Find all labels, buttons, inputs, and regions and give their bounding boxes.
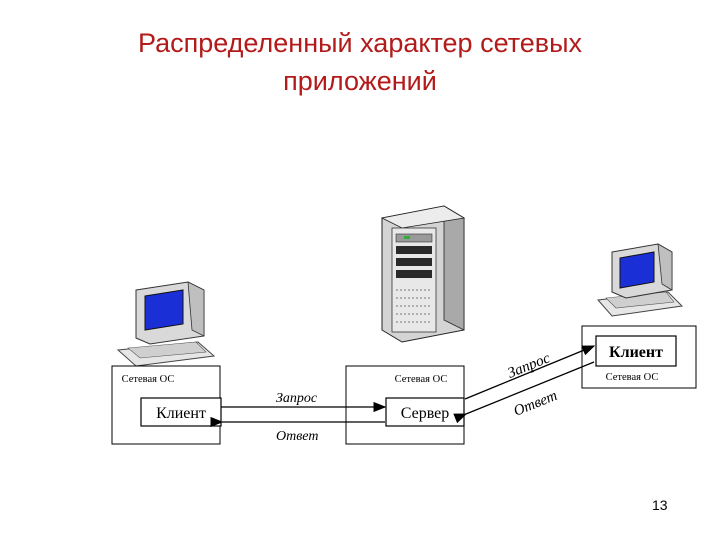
left-client-label: Клиент [156,405,206,422]
server-label: Сервер [401,405,450,422]
right-node: Клиент Сетевая ОС [581,325,697,389]
center-node: Сетевая ОС Сервер [345,365,465,445]
left-os-label: Сетевая ОС [122,374,175,385]
right-computer-icon [596,243,684,317]
slide-title: Распределенный характер сетевых приложен… [60,24,660,100]
title-line-1: Распределенный характер сетевых [137,28,583,58]
right-os-label: Сетевая ОС [606,372,659,383]
left-computer-icon [116,281,216,367]
left-response-label: Ответ [276,429,318,444]
left-request-label: Запрос [276,391,318,406]
title-line-2: приложений [283,66,437,96]
right-link: Запрос Ответ [453,345,596,424]
left-node: Сетевая ОС Клиент [111,365,222,445]
left-link: Запрос Ответ [210,391,387,444]
server-tower-icon [380,205,466,343]
right-response-arrow [453,361,595,424]
right-client-label: Клиент [609,344,663,361]
center-os-label: Сетевая ОС [395,374,448,385]
right-request-label: Запрос [506,350,553,381]
right-request-arrow [464,345,596,400]
page-number: 13 [652,497,668,513]
